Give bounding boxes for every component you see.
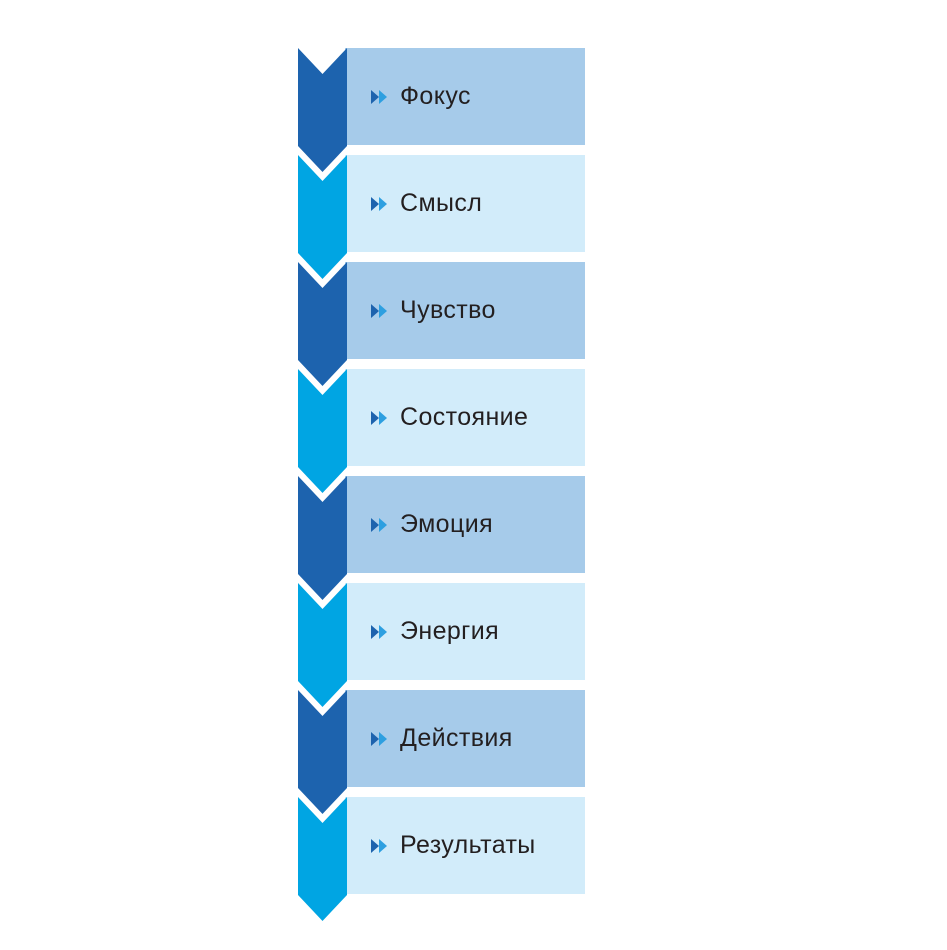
stage-label-3: Чувство — [400, 296, 496, 324]
chevron-arrow-shape-4 — [298, 369, 347, 493]
stage-panel-3[interactable]: Чувство — [345, 262, 585, 359]
double-chevron-right-icon — [371, 410, 391, 426]
chevron-arrow-8 — [298, 797, 347, 921]
stage-label-8: Результаты — [400, 831, 536, 859]
chevron-arrow-shape-7 — [298, 690, 347, 814]
chevron-arrow-4 — [298, 369, 347, 493]
stage-label-1: Фокус — [400, 82, 471, 110]
stage-label-7: Действия — [400, 724, 513, 752]
chevron-arrow-shape-1 — [298, 48, 347, 172]
chevron-arrow-2 — [298, 155, 347, 279]
double-chevron-right-icon — [371, 303, 391, 319]
chevron-arrow-shape-5 — [298, 476, 347, 600]
chevron-arrow-7 — [298, 690, 347, 814]
chevron-arrow-column — [298, 48, 347, 932]
stage-panel-6[interactable]: Энергия — [345, 583, 585, 680]
double-chevron-right-icon — [371, 731, 391, 747]
stage-panel-4[interactable]: Состояние — [345, 369, 585, 466]
stage-panel-7[interactable]: Действия — [345, 690, 585, 787]
chevron-arrow-1 — [298, 48, 347, 172]
double-chevron-right-icon — [371, 196, 391, 212]
chevron-arrow-3 — [298, 262, 347, 386]
stage-panel-8[interactable]: Результаты — [345, 797, 585, 894]
chevron-arrow-shape-6 — [298, 583, 347, 707]
stage-panel-2[interactable]: Смысл — [345, 155, 585, 252]
chevron-arrow-5 — [298, 476, 347, 600]
double-chevron-right-icon — [371, 624, 391, 640]
double-chevron-right-icon — [371, 89, 391, 105]
double-chevron-right-icon — [371, 517, 391, 533]
chevron-arrow-6 — [298, 583, 347, 707]
chevron-arrow-shape-3 — [298, 262, 347, 386]
stage-panel-5[interactable]: Эмоция — [345, 476, 585, 573]
chevron-arrow-shape-2 — [298, 155, 347, 279]
stage-label-2: Смысл — [400, 189, 483, 217]
stage-panel-1[interactable]: Фокус — [345, 48, 585, 145]
stage-label-4: Состояние — [400, 403, 529, 431]
double-chevron-right-icon — [371, 838, 391, 854]
stage-label-6: Энергия — [400, 617, 500, 645]
stage-label-5: Эмоция — [400, 510, 494, 538]
chevron-arrow-shape-8 — [298, 797, 347, 921]
